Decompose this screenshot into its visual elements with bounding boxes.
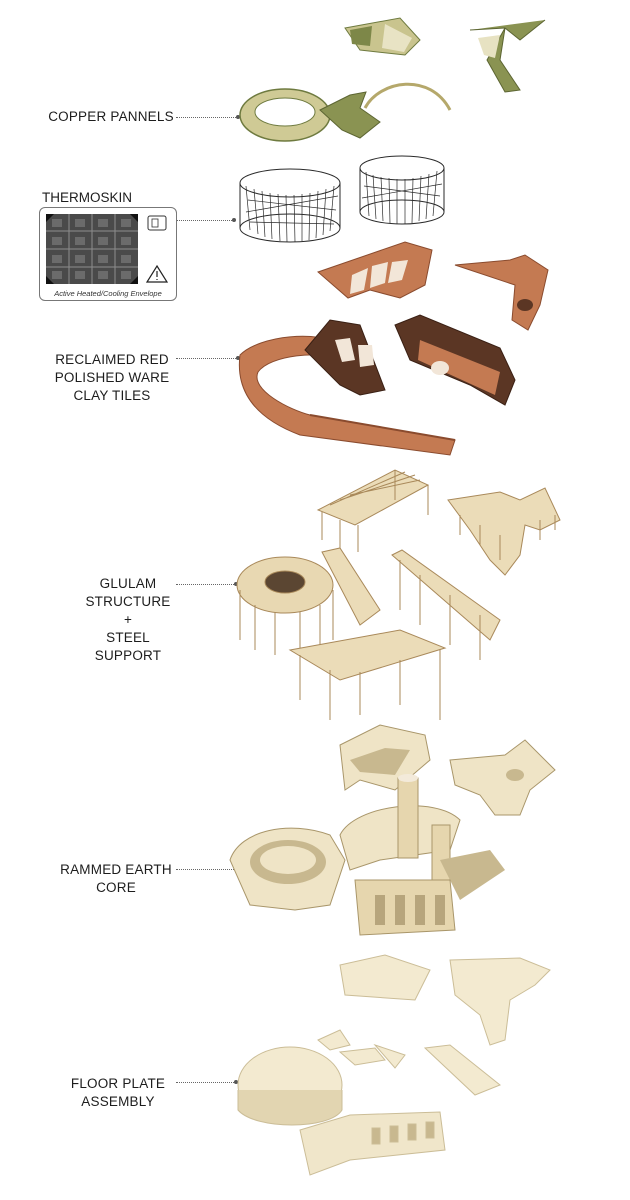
label-rammed-earth: RAMMED EARTH CORE [60, 862, 172, 895]
label-copper-panels: COPPER PANNELS [48, 109, 174, 124]
leader-floor [176, 1080, 238, 1084]
label-clay-tiles: RECLAIMED RED POLISHED WARE CLAY TILES [54, 352, 170, 403]
leader-glulam [176, 582, 238, 586]
glulam-structure-layer [236, 469, 561, 720]
label-thermoskin: THERMOSKIN [42, 190, 133, 205]
floor-plate-layer [237, 954, 551, 1176]
warning-icon [145, 264, 169, 283]
thermoskin-layer [239, 155, 445, 243]
thermoskin-panel-graphic [46, 214, 169, 284]
clay-tiles-layer [238, 241, 549, 456]
leader-clay [176, 356, 240, 360]
leader-rammed [176, 867, 238, 871]
copper-panels-layer [239, 17, 546, 142]
thermoskin-caption: Active Heated/Cooling Envelope [54, 289, 162, 298]
leader-thermoskin [176, 218, 236, 222]
leader-copper [176, 115, 240, 119]
thermostat-icon [147, 215, 167, 231]
label-floor-plate: FLOOR PLATE ASSEMBLY [70, 1076, 166, 1109]
rammed-earth-layer [229, 724, 556, 936]
label-glulam: GLULAM STRUCTURE + STEEL SUPPORT [85, 576, 171, 663]
thermoskin-panel-card: Active Heated/Cooling Envelope [39, 207, 177, 301]
